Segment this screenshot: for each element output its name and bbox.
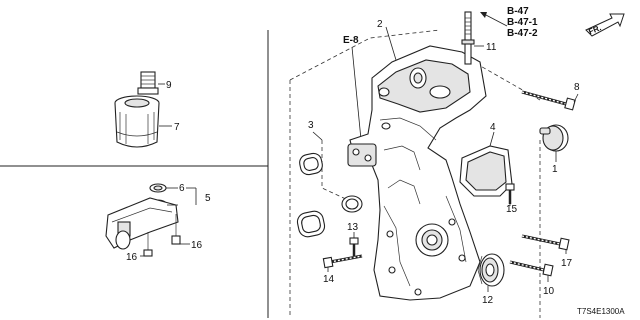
callout-6: 6	[179, 183, 185, 194]
cap-part-1	[539, 124, 569, 162]
pulley-part-12	[477, 253, 505, 292]
callout-16-right: 16	[191, 240, 203, 251]
callout-16-left: 16	[126, 252, 138, 263]
callout-7: 7	[174, 122, 180, 133]
callout-9: 9	[166, 80, 172, 91]
chain-case-part-2	[347, 45, 487, 301]
callout-17: 17	[561, 258, 573, 269]
cover-gasket-part-4	[459, 131, 513, 197]
bolt-part-17	[521, 234, 570, 254]
bolt-part-15	[505, 183, 515, 206]
reference-e8: E-8	[343, 35, 359, 46]
part3-group-box	[321, 140, 349, 201]
o-ring-set-part-3	[296, 131, 363, 238]
oil-filter-fitting-part-9	[137, 71, 165, 95]
callout-13: 13	[347, 222, 359, 233]
callout-1: 1	[552, 164, 558, 175]
callout-4: 4	[490, 122, 496, 133]
callout-5: 5	[205, 193, 211, 204]
callout-2-leader	[385, 26, 397, 61]
reference-b47-1: B-47-1	[507, 17, 538, 28]
e8-leader	[351, 46, 363, 151]
drawing-code: T7S4E1300A	[577, 307, 625, 316]
callout-3: 3	[308, 120, 314, 131]
strainer-assembly-part-5	[105, 183, 197, 257]
bolt-part-14	[322, 254, 363, 272]
front-direction-label: FR.	[587, 23, 602, 36]
callout-2: 2	[377, 19, 383, 30]
reference-b47: B-47	[507, 6, 529, 17]
callout-8: 8	[574, 82, 580, 93]
b47-arrow-icon	[480, 12, 487, 18]
b47-leader	[483, 13, 508, 27]
bolt-part-8	[521, 90, 579, 111]
callout-14: 14	[323, 274, 335, 285]
front-direction-arrow-icon	[585, 13, 625, 37]
callout-10: 10	[543, 286, 555, 297]
reference-b47-2: B-47-2	[507, 28, 538, 39]
oil-filter-part-7	[114, 95, 172, 148]
callout-11: 11	[486, 42, 497, 53]
callout-15: 15	[506, 204, 518, 215]
callout-12: 12	[482, 295, 494, 306]
bolt-part-13	[349, 232, 359, 256]
stud-bolt-part-11	[461, 11, 484, 65]
assembly-box-top	[289, 29, 441, 81]
bolt-part-10	[509, 260, 554, 282]
